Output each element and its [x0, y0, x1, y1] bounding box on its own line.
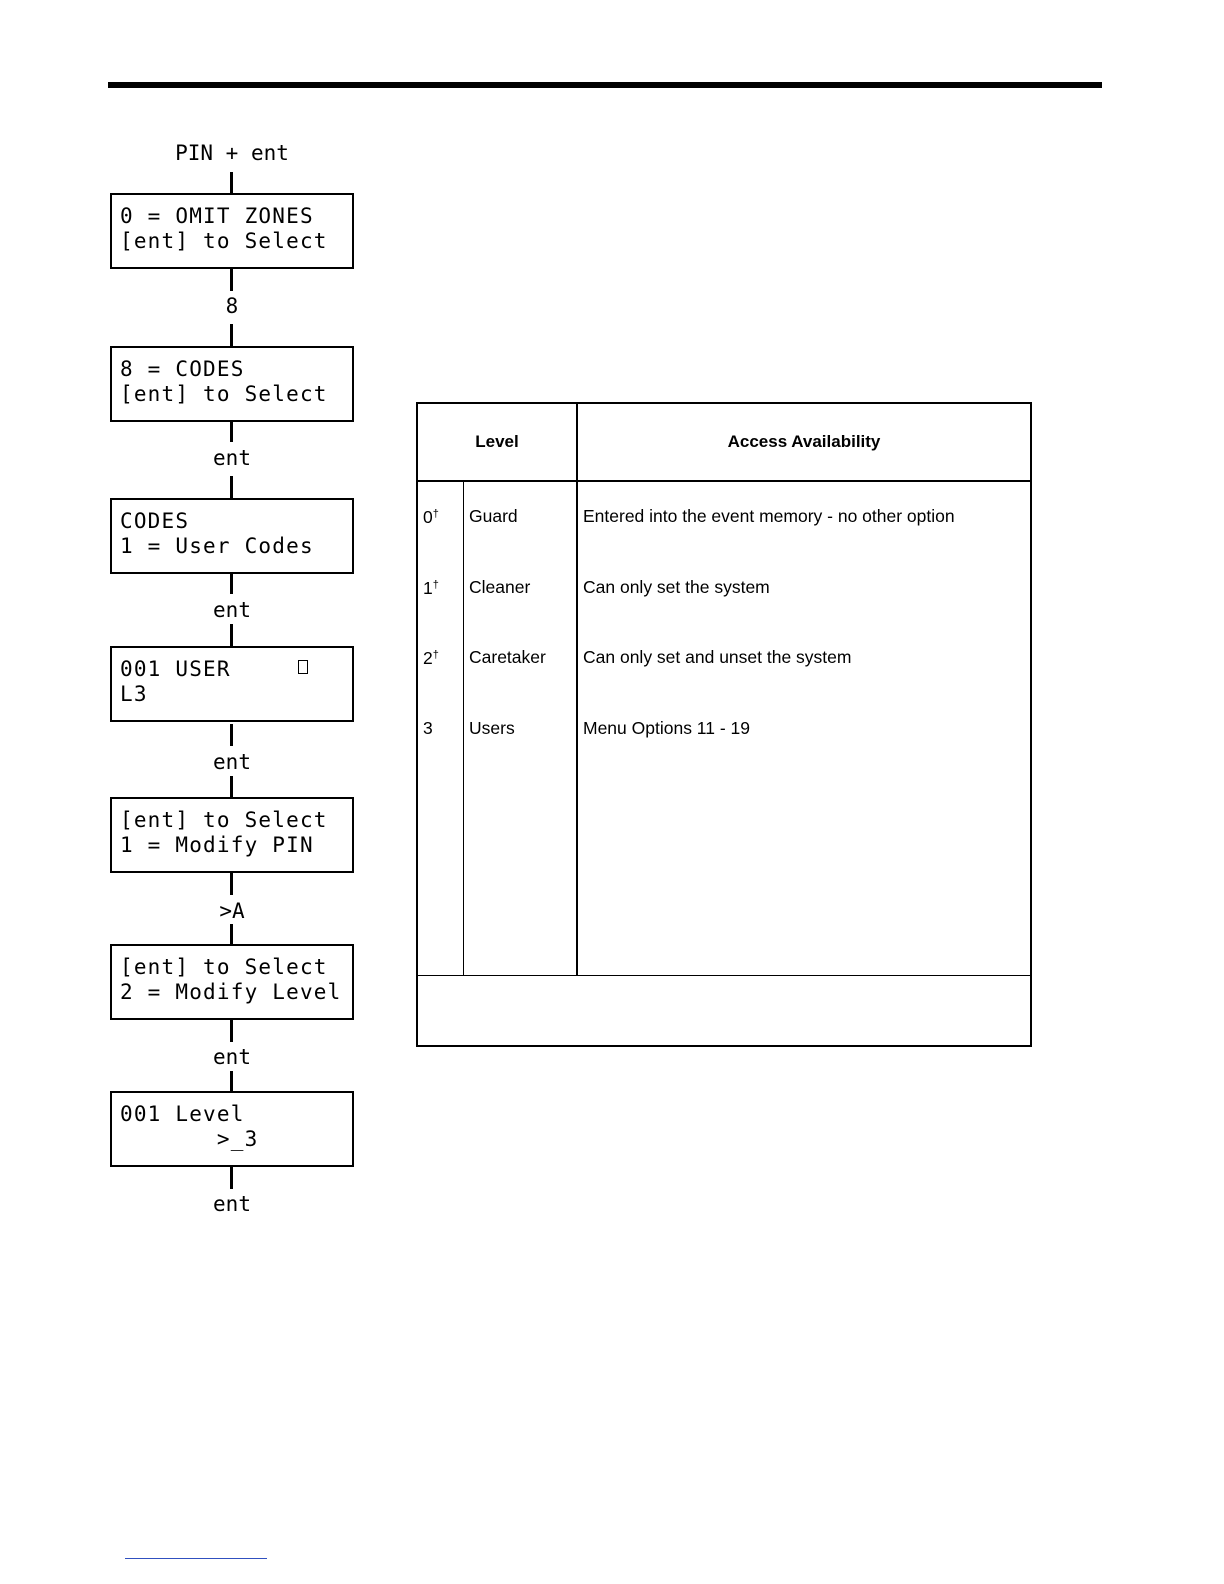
flow-connector: [230, 873, 233, 895]
page-top-rule: [108, 82, 1102, 88]
flow-key-label: ent: [213, 1192, 251, 1216]
level-number: 0†: [423, 507, 439, 527]
flow-key-label: 8: [225, 294, 239, 318]
lcd-line-1: 001 USER: [120, 657, 231, 681]
lcd-line-1: [ent] to Select: [120, 955, 328, 979]
level-name: Cleaner: [469, 577, 531, 597]
flow-start-label: PIN + ent: [175, 141, 289, 165]
flow-connector: [230, 1071, 233, 1093]
flow-connector: [230, 724, 233, 746]
lcd-screen-omit-zones: 0 = OMIT ZONES [ent] to Select: [110, 193, 354, 269]
table-column-divider: [463, 482, 464, 975]
level-access: Can only set and unset the system: [583, 647, 852, 667]
flow-connector: [230, 574, 233, 594]
lcd-screen-level-entry: 001 Level >_3: [110, 1091, 354, 1167]
lcd-screen-codes: 8 = CODES [ent] to Select: [110, 346, 354, 422]
flow-key-label: ent: [213, 598, 251, 622]
level-name: Users: [469, 718, 515, 738]
flow-connector: [230, 324, 233, 348]
dagger-mark: †: [432, 579, 439, 591]
flow-connector: [230, 1167, 233, 1189]
flow-key-label: ent: [213, 446, 251, 470]
flow-connector: [230, 422, 233, 442]
lcd-line-1: 001 Level: [120, 1102, 245, 1126]
level-number: 2†: [423, 648, 439, 668]
flow-connector: [230, 776, 233, 798]
lcd-line-1: 0 = OMIT ZONES: [120, 204, 314, 228]
lcd-line-2: 1 = Modify PIN: [120, 833, 314, 857]
dagger-mark: †: [432, 649, 439, 661]
flow-connector: [230, 1020, 233, 1042]
lcd-screen-modify-level: [ent] to Select 2 = Modify Level: [110, 944, 354, 1020]
lcd-line-2: 1 = User Codes: [120, 534, 314, 558]
level-name: Caretaker: [469, 647, 546, 667]
flow-connector: [230, 269, 233, 291]
lcd-line-2: >_3: [120, 1127, 259, 1151]
flow-connector: [230, 924, 233, 946]
lcd-cursor-block-icon: [298, 660, 308, 674]
level-access: Menu Options 11 - 19: [583, 718, 750, 738]
flow-connector: [230, 476, 233, 498]
table-header-access: Access Availability: [727, 432, 881, 451]
flow-key-label: ent: [213, 750, 251, 774]
table-footer-rule: [418, 975, 1030, 976]
lcd-line-2: 2 = Modify Level: [120, 980, 342, 1004]
lcd-line-1: CODES: [120, 509, 190, 533]
flow-connector: [230, 624, 233, 648]
lcd-line-2: [ent] to Select: [120, 382, 328, 406]
lcd-screen-user-codes: CODES 1 = User Codes: [110, 498, 354, 574]
footer-link-underline: [125, 1558, 267, 1559]
lcd-line-2: [ent] to Select: [120, 229, 328, 253]
lcd-screen-modify-pin: [ent] to Select 1 = Modify PIN: [110, 797, 354, 873]
lcd-line-2: L3: [120, 682, 148, 706]
level-access: Can only set the system: [583, 577, 770, 597]
level-number: 1†: [423, 578, 439, 598]
lcd-screen-user-001: 001 USER L3: [110, 646, 354, 722]
lcd-line-1: 8 = CODES: [120, 357, 245, 381]
table-column-divider: [576, 404, 578, 975]
lcd-line-1: [ent] to Select: [120, 808, 328, 832]
level-number: 3: [423, 718, 433, 738]
flow-connector: [230, 172, 233, 194]
user-level-table: Level Access Availability 0† Guard Enter…: [416, 402, 1032, 1047]
table-header-rule: [418, 480, 1030, 482]
table-header-level: Level: [475, 432, 519, 451]
level-name: Guard: [469, 506, 518, 526]
dagger-mark: †: [432, 508, 439, 520]
level-access: Entered into the event memory - no other…: [583, 506, 955, 526]
flow-key-label: ent: [213, 1045, 251, 1069]
flow-key-label: >A: [219, 899, 245, 923]
